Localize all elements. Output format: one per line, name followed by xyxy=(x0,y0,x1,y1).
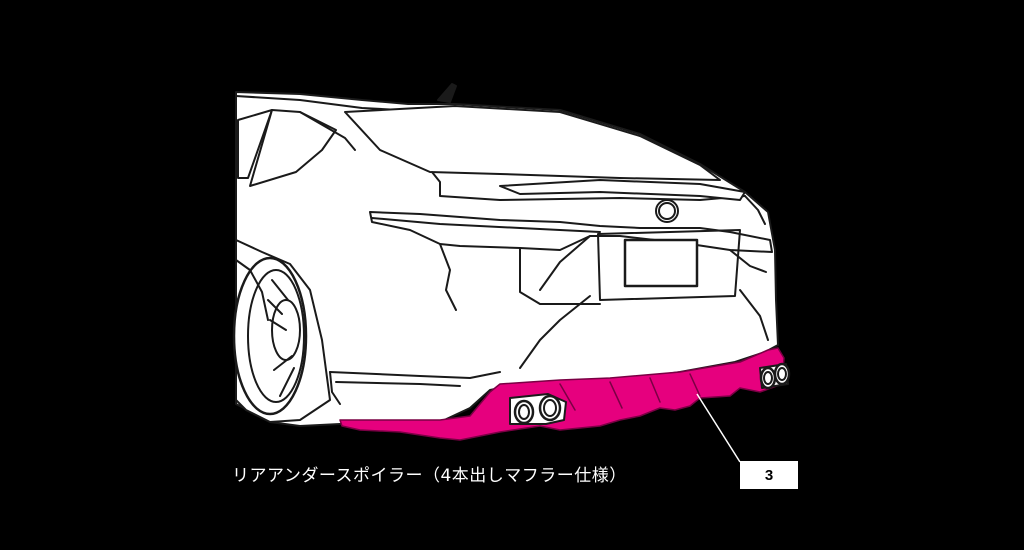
rear-window xyxy=(344,105,721,181)
side-window xyxy=(237,109,273,179)
license-plate-recess xyxy=(597,229,741,301)
license-plate xyxy=(623,238,699,288)
exhaust-left-1 xyxy=(513,399,535,425)
leader-line xyxy=(696,393,741,463)
part-number-badge: 3 xyxy=(740,461,798,489)
part-caption: リアアンダースポイラー（4本出しマフラー仕様） xyxy=(232,466,627,486)
